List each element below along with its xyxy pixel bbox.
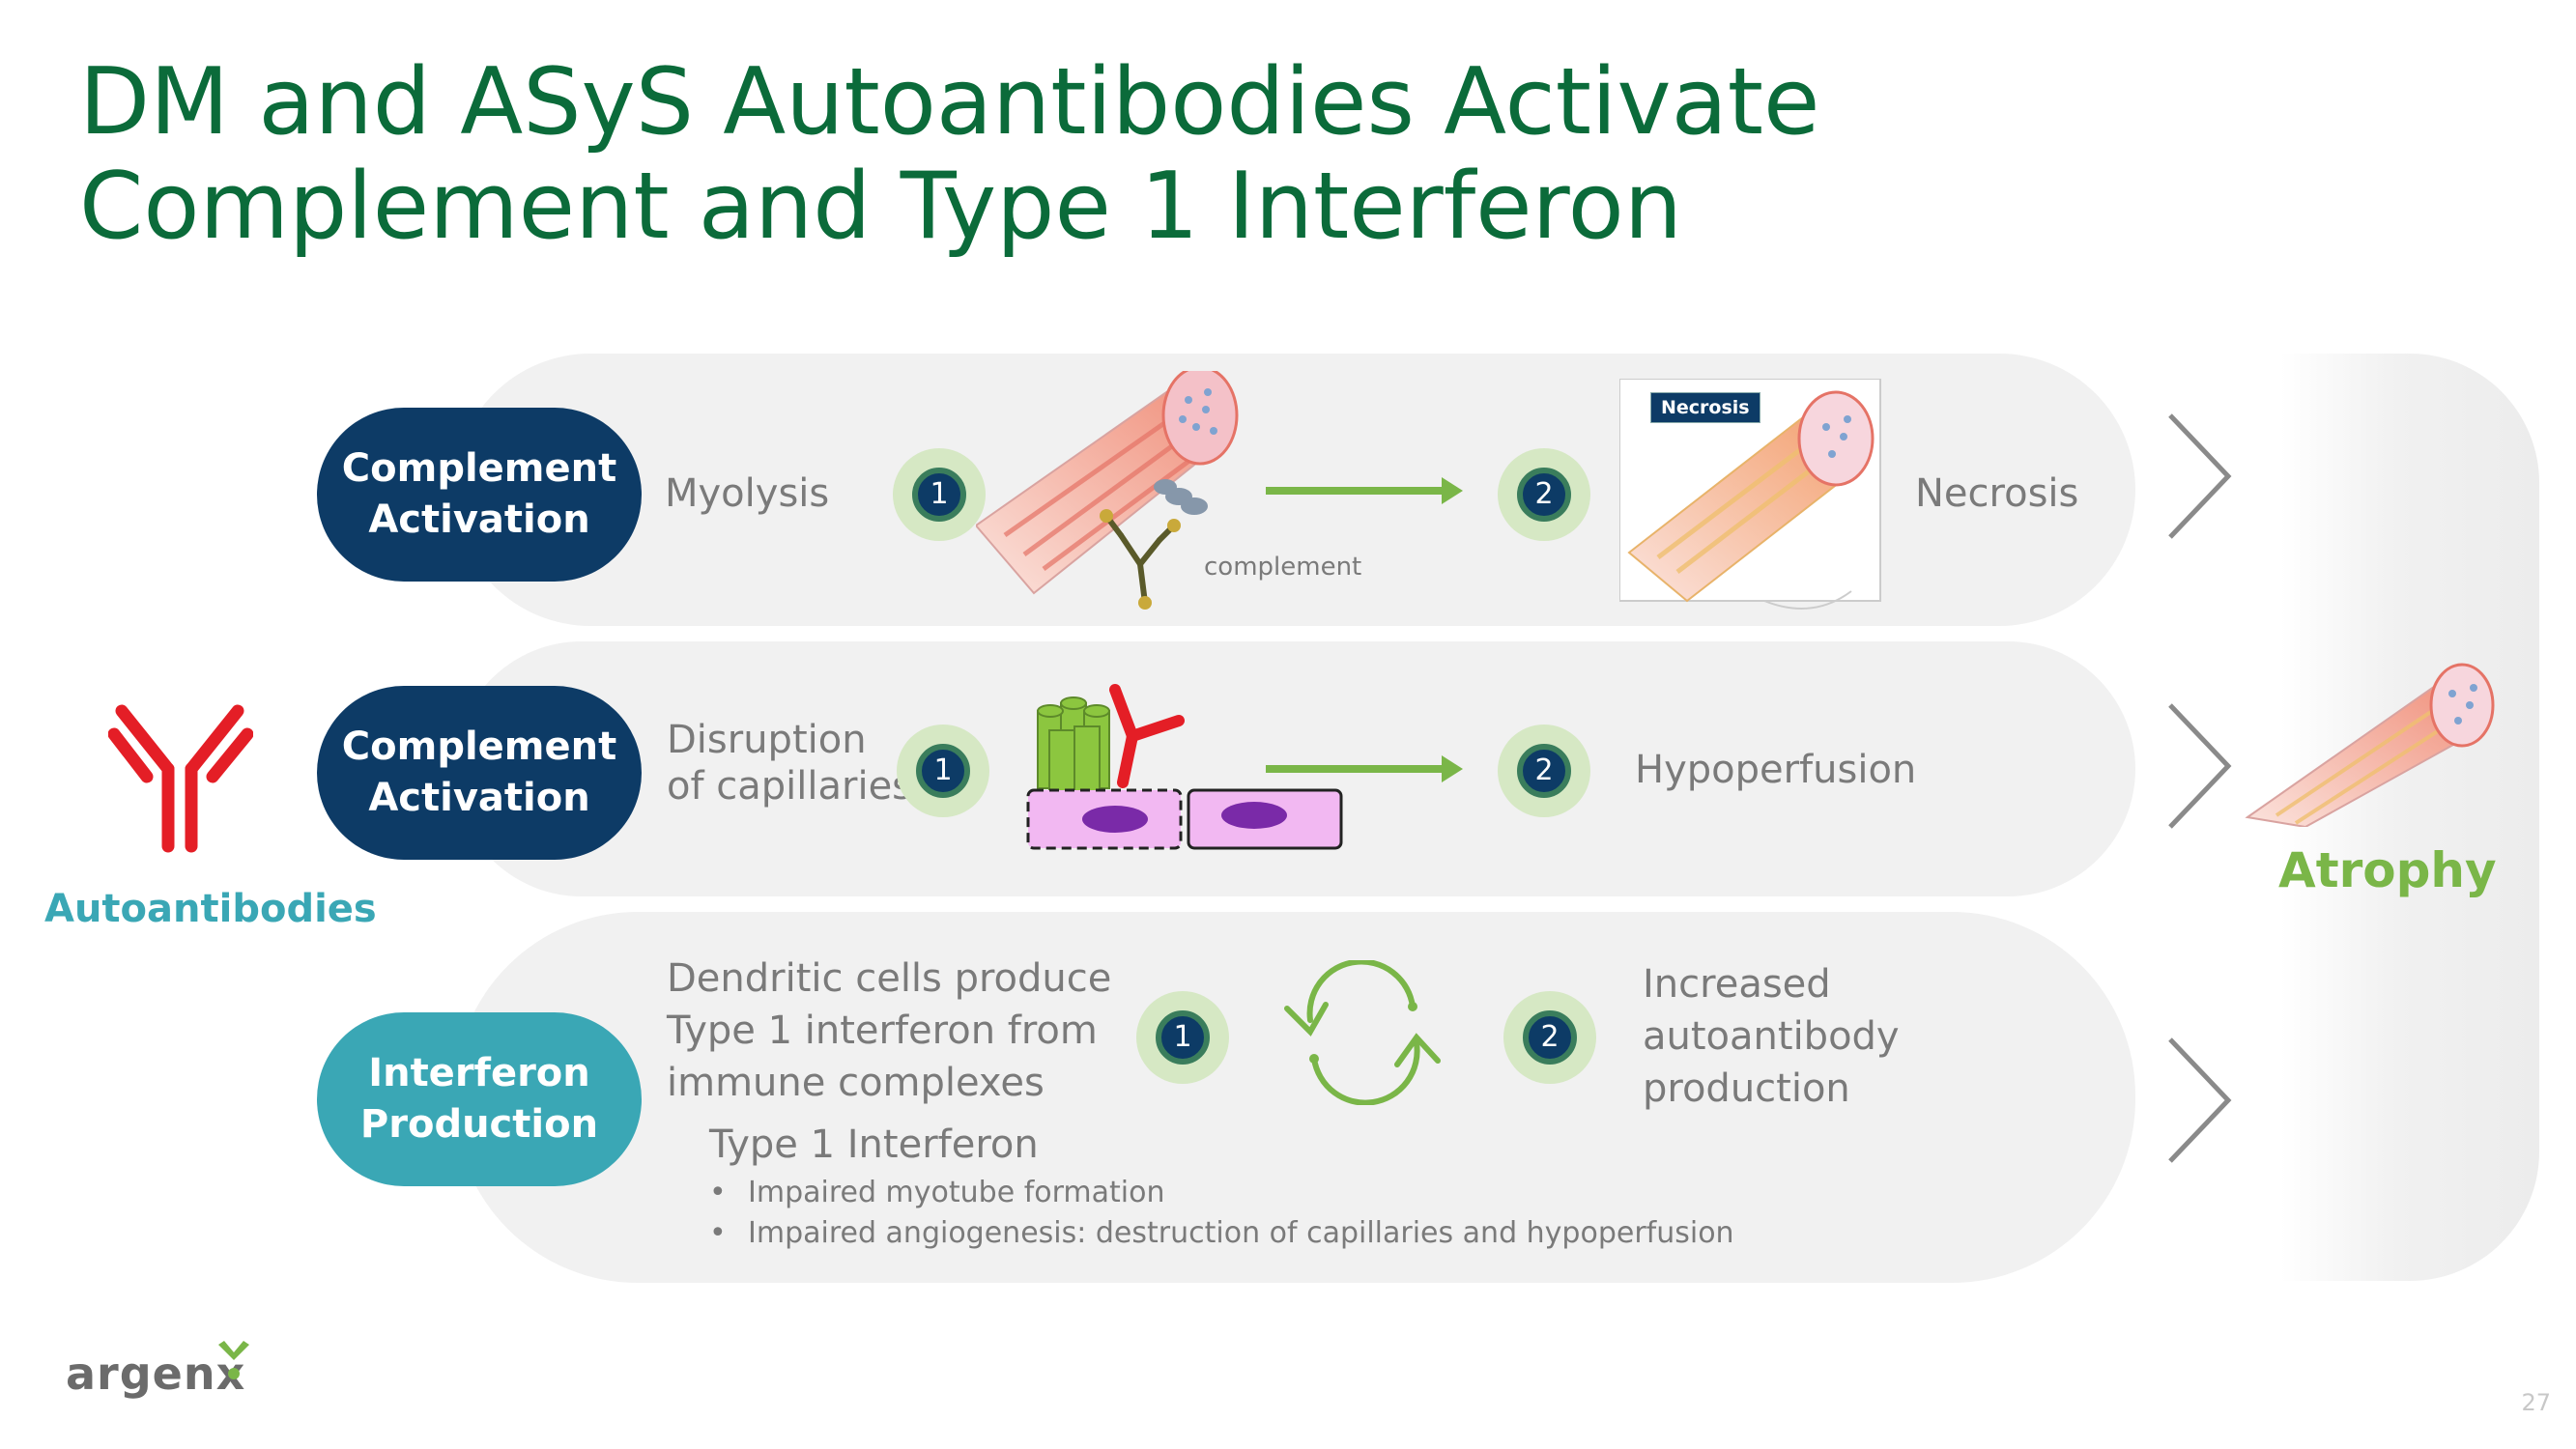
pill-line: Activation: [368, 497, 590, 542]
label-line: Increased: [1643, 962, 1831, 1007]
hypoperfusion-label: Hypoperfusion: [1635, 744, 1916, 796]
necrosis-tag: Necrosis: [1650, 392, 1760, 423]
interferon-production-pill: Interferon Production: [317, 1012, 642, 1186]
pill-line: Complement: [341, 724, 617, 769]
label-line: Hypoperfusion: [1635, 748, 1917, 792]
label-line: Type 1 interferon from: [667, 1009, 1098, 1053]
chevron-right-icon: [2168, 1037, 2232, 1163]
pill-line: Production: [359, 1102, 599, 1147]
argenx-logo-mark: [218, 1341, 249, 1379]
step-number: 2: [1540, 1020, 1560, 1054]
pill-line: Activation: [368, 776, 590, 820]
step-ring: [1523, 1010, 1577, 1065]
label-line: Dendritic cells produce: [667, 956, 1112, 1001]
step-number: 1: [933, 753, 953, 787]
step-number: 2: [1534, 477, 1554, 511]
atrophy-label: Atrophy: [2278, 842, 2497, 898]
step-ring: [1517, 744, 1571, 798]
myolysis-label: Myolysis: [665, 468, 829, 520]
atrophy-fiber-illustration: [2245, 663, 2495, 827]
complement-activation-pill-2: Complement Activation: [317, 686, 642, 860]
step-ring: [912, 468, 966, 522]
label-line: Necrosis: [1915, 471, 2079, 516]
antibody-icon: [108, 704, 253, 853]
bullet-item: Impaired angiogenesis: destruction of ca…: [709, 1213, 1734, 1254]
cycle-arrows-icon: [1284, 960, 1441, 1105]
step-2-badge: 2: [1498, 448, 1590, 541]
arrow-right: [1266, 755, 1463, 782]
step-ring: [916, 744, 970, 798]
page-title: DM and ASyS Autoantibodies Activate Comp…: [79, 49, 1820, 260]
step-ring: [1156, 1010, 1210, 1065]
label-line: Disruption: [667, 718, 867, 762]
chevron-right-icon: [2168, 703, 2232, 829]
page-number: 27: [2521, 1389, 2551, 1416]
label-line: Myolysis: [665, 471, 830, 516]
disruption-label: Disruption of capillaries: [667, 717, 912, 810]
arrow-right: [1266, 477, 1463, 504]
argenx-logo: argenx: [66, 1348, 246, 1400]
step-number: 1: [930, 477, 949, 511]
label-line: of capillaries: [667, 764, 913, 809]
type1-interferon-bullets: Impaired myotube formation Impaired angi…: [709, 1173, 1734, 1254]
step-1-badge: 1: [893, 448, 986, 541]
dendritic-cells-label: Dendritic cells produce Type 1 interfero…: [667, 952, 1111, 1109]
type1-interferon-heading: Type 1 Interferon: [709, 1122, 1039, 1167]
step-ring: [1517, 468, 1571, 522]
step-2-badge: 2: [1498, 724, 1590, 817]
capillary-illustration: [1026, 684, 1343, 850]
autoantibodies-label: Autoantibodies: [44, 887, 377, 931]
complement-caption: complement: [1204, 553, 1362, 582]
complement-activation-pill-1: Complement Activation: [317, 408, 642, 582]
step-number: 2: [1534, 753, 1554, 787]
label-line: production: [1643, 1066, 1850, 1111]
label-line: autoantibody: [1643, 1014, 1900, 1059]
step-2-badge: 2: [1503, 991, 1596, 1084]
bullet-item: Impaired myotube formation: [709, 1173, 1734, 1213]
label-line: immune complexes: [667, 1061, 1045, 1105]
step-number: 1: [1173, 1020, 1192, 1054]
muscle-fiber-illustration: [976, 371, 1239, 610]
increased-autoantibody-label: Increased autoantibody production: [1643, 958, 1900, 1115]
pill-line: Complement: [341, 446, 617, 491]
step-1-badge: 1: [1136, 991, 1229, 1084]
chevron-right-icon: [2168, 413, 2232, 539]
necrosis-label: Necrosis: [1915, 468, 2078, 520]
step-1-badge: 1: [897, 724, 989, 817]
pill-line: Interferon: [368, 1051, 590, 1095]
